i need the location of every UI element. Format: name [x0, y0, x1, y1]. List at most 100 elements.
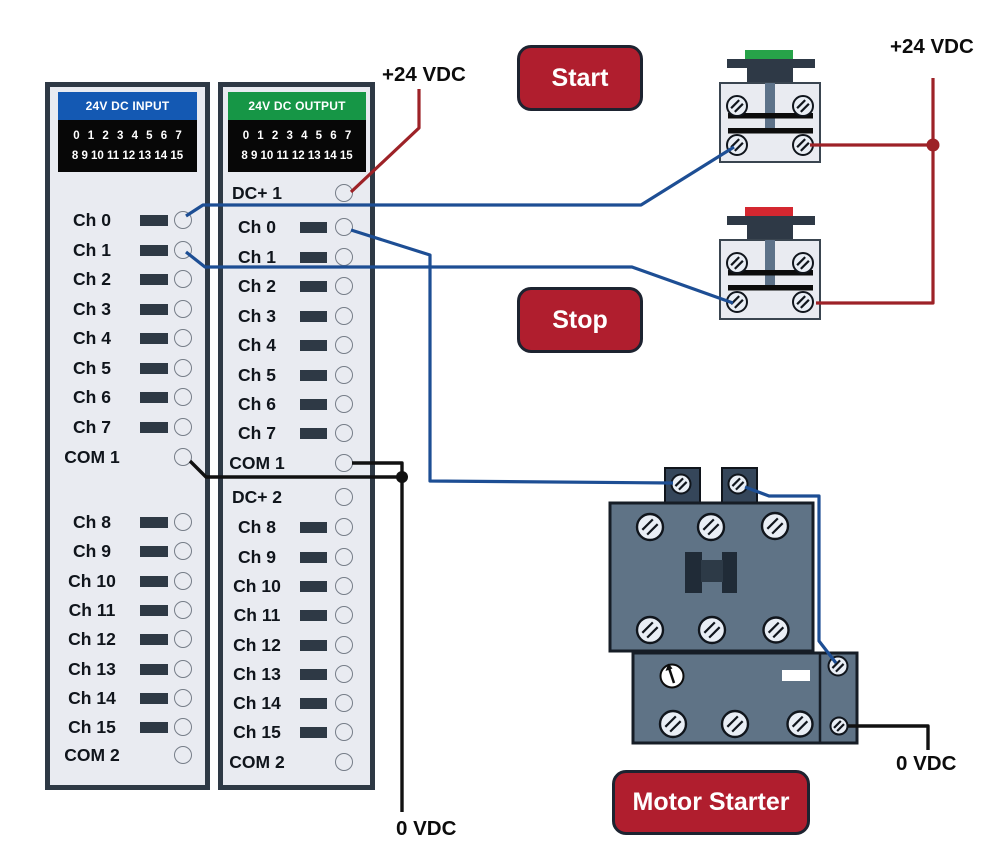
channel-led-indicator: [300, 251, 327, 263]
screw-terminal-icon: [696, 512, 726, 542]
output-module-header: 24V DC OUTPUT: [228, 92, 366, 120]
output-module-channel-numbers: 0 1 2 3 4 5 6 7 8 9 10 11 12 13 14 15: [228, 120, 366, 172]
screw-terminal-icon: [720, 709, 750, 739]
input-terminal-com-2: [174, 746, 192, 764]
stop-pushbutton-icon: [719, 207, 821, 320]
input-label-ch-15: Ch 15: [68, 717, 116, 737]
pushbutton-cap: [745, 207, 793, 217]
numbers-row-2: 8 9 10 11 12 13 14 15: [241, 150, 353, 162]
screw-terminal-icon: [727, 473, 749, 495]
output-label-ch-14: Ch 14: [233, 693, 281, 713]
output-terminal-ch-9: [335, 548, 353, 566]
input-label-ch-5: Ch 5: [73, 358, 111, 378]
contactor-h-left: [685, 552, 702, 593]
input-terminal-ch-7: [174, 418, 192, 436]
input-label-ch-12: Ch 12: [68, 629, 116, 649]
pushbutton-neck: [747, 225, 793, 240]
output-terminal-ch-5: [335, 366, 353, 384]
channel-led-indicator: [140, 545, 168, 557]
input-terminal-ch-8: [174, 513, 192, 531]
screw-terminal-icon: [792, 252, 814, 274]
junction-dot-0vdc: [396, 471, 408, 483]
screw-terminal-icon: [658, 709, 688, 739]
pushbutton-cap: [745, 50, 793, 60]
input-terminal-ch-14: [174, 689, 192, 707]
channel-led-indicator: [140, 692, 168, 704]
screw-terminal-icon: [829, 716, 849, 736]
plus24vdc-label-left: +24 VDC: [382, 63, 466, 86]
output-terminal-ch-1: [335, 248, 353, 266]
output-terminal-ch-2: [335, 277, 353, 295]
motor-starter-tag: Motor Starter: [612, 770, 810, 835]
input-terminal-ch-11: [174, 601, 192, 619]
channel-led-indicator: [140, 633, 168, 645]
start-tag: Start: [517, 45, 643, 111]
input-module-header: 24V DC INPUT: [58, 92, 197, 120]
output-label-ch-0: Ch 0: [238, 217, 276, 237]
output-label-ch-13: Ch 13: [233, 664, 281, 684]
screw-terminal-icon: [697, 615, 727, 645]
stop-tag: Stop: [517, 287, 643, 353]
screw-terminal-icon: [670, 473, 692, 495]
screw-terminal-icon: [726, 252, 748, 274]
channel-led-indicator: [140, 244, 168, 256]
input-label-ch-9: Ch 9: [73, 541, 111, 561]
overload-dial-arrowhead: [665, 663, 673, 671]
input-terminal-ch-6: [174, 388, 192, 406]
output-terminal-ch-7: [335, 424, 353, 442]
screw-terminal-icon: [760, 511, 790, 541]
contact-bar-bottom: [728, 128, 813, 134]
screw-terminal-icon: [726, 95, 748, 117]
motor-starter-icon: [608, 467, 859, 745]
output-terminal-ch-3: [335, 307, 353, 325]
input-label-ch-0: Ch 0: [73, 210, 111, 230]
contact-bar-top: [728, 113, 813, 119]
input-terminal-ch-1: [174, 241, 192, 259]
screw-terminal-icon: [762, 616, 790, 644]
output-terminal-ch-0: [335, 218, 353, 236]
input-label-com-2: COM 2: [64, 745, 120, 765]
input-label-ch-4: Ch 4: [73, 328, 111, 348]
output-label-com-1: COM 1: [229, 453, 285, 473]
input-label-ch-1: Ch 1: [73, 240, 111, 260]
pushbutton-plunger: [765, 240, 775, 287]
channel-led-indicator: [140, 362, 168, 374]
wire-24vdc-rail-to-stop-button: [816, 78, 935, 305]
overload-dial-pointer: [667, 667, 676, 684]
output-label-ch-12: Ch 12: [233, 635, 281, 655]
output-label-ch-11: Ch 11: [233, 605, 281, 625]
channel-led-indicator: [140, 332, 168, 344]
zero-vdc-label-right: 0 VDC: [896, 752, 957, 775]
start-pushbutton-icon: [719, 50, 821, 163]
output-terminal-dc+-2: [335, 488, 353, 506]
input-label-ch-3: Ch 3: [73, 299, 111, 319]
channel-led-indicator: [300, 726, 327, 738]
output-terminal-com-1: [335, 454, 353, 472]
output-terminal-ch-12: [335, 636, 353, 654]
screw-terminal-icon: [792, 95, 814, 117]
screw-terminal-icon: [726, 134, 748, 156]
channel-led-indicator: [300, 609, 327, 621]
channel-led-indicator: [300, 339, 327, 351]
input-terminal-ch-0: [174, 211, 192, 229]
input-module-channel-numbers: 0 1 2 3 4 5 6 7 8 9 10 11 12 13 14 15: [58, 120, 197, 172]
output-terminal-ch-15: [335, 723, 353, 741]
wire-output-ch0-to-motor-starter: [350, 228, 674, 485]
channel-led-indicator: [300, 221, 327, 233]
input-terminal-com-1: [174, 448, 192, 466]
channel-led-indicator: [300, 369, 327, 381]
input-terminal-ch-13: [174, 660, 192, 678]
screw-terminal-icon: [827, 655, 849, 677]
output-label-ch-2: Ch 2: [238, 276, 276, 296]
channel-led-indicator: [140, 604, 168, 616]
output-label-ch-9: Ch 9: [238, 547, 276, 567]
input-terminal-ch-3: [174, 300, 192, 318]
output-label-ch-3: Ch 3: [238, 306, 276, 326]
output-label-ch-7: Ch 7: [238, 423, 276, 443]
channel-led-indicator: [300, 697, 327, 709]
channel-led-indicator: [300, 280, 327, 292]
output-label-ch-6: Ch 6: [238, 394, 276, 414]
channel-led-indicator: [300, 668, 327, 680]
output-terminal-com-2: [335, 753, 353, 771]
